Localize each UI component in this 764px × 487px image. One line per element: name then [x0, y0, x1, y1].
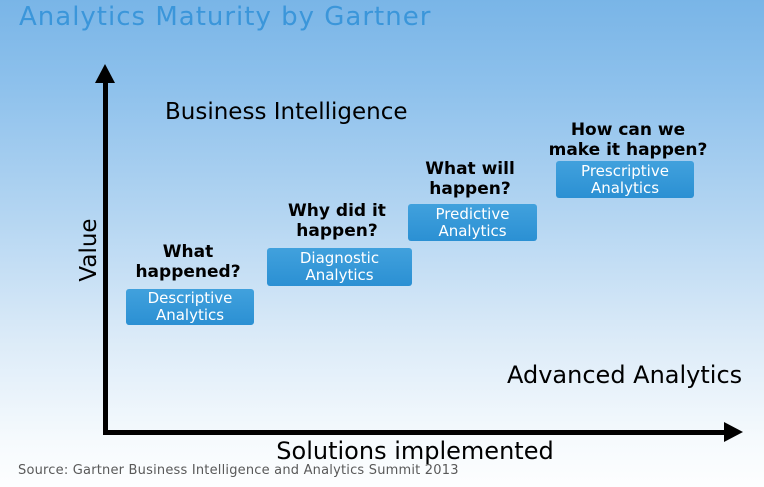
x-axis-line — [103, 430, 725, 435]
box-line: Descriptive — [147, 289, 233, 307]
question-line: make it happen? — [548, 140, 708, 160]
box-line: Predictive — [435, 204, 510, 223]
box-line: Analytics — [305, 266, 374, 284]
question-line: What — [162, 242, 214, 262]
source-attribution: Source: Gartner Business Intelligence an… — [18, 463, 459, 478]
question-line: How can we — [570, 120, 686, 140]
business-intelligence-label: Business Intelligence — [165, 99, 408, 125]
y-axis-line — [103, 82, 108, 435]
box-predictive-analytics: Predictive Analytics — [408, 204, 537, 241]
question-line: happen? — [429, 179, 511, 199]
step-question-prescriptive: How can we make it happen? — [549, 120, 708, 160]
x-axis-label: Solutions implemented — [276, 437, 554, 465]
step-question-predictive: What will happen? — [425, 159, 515, 199]
box-line: Prescriptive — [581, 161, 669, 180]
question-line: What will — [425, 159, 515, 179]
box-line: Analytics — [438, 221, 507, 240]
question-line: happen? — [296, 221, 378, 241]
page-title: Analytics Maturity by Gartner — [19, 2, 432, 32]
box-line: Analytics — [590, 178, 660, 197]
box-line: Diagnostic — [299, 249, 380, 267]
advanced-analytics-label: Advanced Analytics — [507, 361, 743, 389]
y-axis-label: Value — [76, 218, 102, 282]
step-question-diagnostic: Why did it happen? — [288, 201, 386, 241]
box-diagnostic-analytics: Diagnostic Analytics — [267, 248, 412, 286]
x-axis-arrow-icon — [724, 422, 743, 442]
box-line: Analytics — [155, 306, 225, 324]
question-line: happened? — [135, 262, 241, 282]
box-prescriptive-analytics: Prescriptive Analytics — [556, 161, 694, 198]
y-axis-arrow-icon — [95, 64, 115, 83]
box-descriptive-analytics: Descriptive Analytics — [126, 289, 254, 325]
step-question-descriptive: What happened? — [135, 242, 240, 282]
question-line: Why did it — [288, 201, 386, 221]
